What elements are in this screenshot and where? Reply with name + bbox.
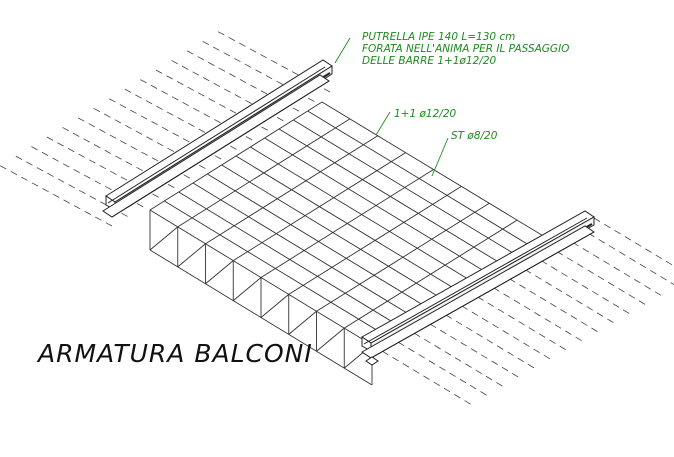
stirrup-diagonal: [260, 294, 290, 318]
bar-extension-dashed: [435, 308, 536, 370]
beam-note-line-1: PUTRELLA IPE 140 L=130 cm: [362, 31, 515, 43]
bar-extension-dashed: [466, 290, 568, 351]
bar-extension-dashed: [482, 281, 584, 342]
bar-extension-dashed: [451, 299, 552, 360]
stirrups-leader-line: [431, 137, 449, 177]
stirrups-note: ST ø8/20: [451, 130, 498, 142]
bar-extension-dashed: [562, 235, 663, 297]
bar-extension-dashed: [498, 272, 600, 333]
bar-extension-dashed: [27, 144, 144, 208]
bar-extension-dashed: [371, 344, 473, 406]
mesh-transverse-bar: [344, 219, 518, 329]
bar-extension-dashed: [59, 125, 175, 189]
bar-extension-dashed: [43, 134, 159, 198]
bar-extension-dashed: [577, 226, 674, 286]
mesh-transverse-bar: [149, 101, 323, 211]
bar-extension-dashed: [593, 217, 674, 267]
bar-extension-dashed: [514, 263, 615, 324]
beam-note-line-2: FORATA NELL'ANIMA PER IL PASSAGGIO: [362, 43, 569, 55]
drawing-title: ARMATURA BALCONI: [36, 339, 313, 368]
bar-extension-dashed: [419, 317, 520, 379]
bar-extension-dashed: [530, 253, 631, 315]
bar-extensions-left: [0, 29, 331, 227]
bar-extension-dashed: [546, 244, 647, 306]
reinforcement-mesh: [149, 101, 546, 346]
mesh-transverse-bar: [288, 185, 462, 295]
beam-leader-line: [334, 37, 351, 64]
stirrup-diagonal: [316, 327, 345, 352]
ipe-beam-left: [102, 59, 333, 218]
bar-extension-dashed: [136, 77, 253, 141]
bar-extension-dashed: [168, 58, 284, 122]
bar-extension-dashed: [105, 96, 222, 160]
bar-extension-dashed: [214, 29, 331, 93]
stirrup-diagonal: [288, 310, 317, 335]
bar-extension-dashed: [152, 67, 268, 131]
bar-extension-dashed: [74, 115, 191, 179]
bar-extension-dashed: [0, 165, 113, 227]
bars-leader-line: [375, 111, 391, 136]
bar-extensions-right: [371, 217, 674, 406]
mesh-transverse-bar: [205, 135, 378, 245]
bar-extension-dashed: [183, 48, 300, 112]
bar-extension-dashed: [12, 154, 128, 217]
stirrup-diagonal: [149, 226, 179, 251]
bar-extension-dashed: [121, 87, 237, 150]
bar-extension-dashed: [387, 335, 489, 397]
mesh-transverse-bar: [316, 202, 490, 312]
bar-extension-dashed: [90, 106, 206, 169]
mesh-transverse-bar: [233, 152, 406, 262]
beam-note-line-3: DELLE BARRE 1+1ø12/20: [362, 55, 497, 67]
mesh-transverse-bar: [177, 118, 351, 228]
stirrup-diagonal: [205, 260, 234, 285]
bar-extension-dashed: [199, 39, 315, 102]
mesh-transverse-bar: [260, 169, 434, 278]
stirrup-diagonal: [177, 243, 206, 268]
bars-note: 1+1 ø12/20: [394, 108, 456, 120]
ipe-beam-right: [361, 210, 595, 366]
stirrup-diagonal: [232, 277, 262, 301]
bar-extension-dashed: [403, 326, 504, 388]
